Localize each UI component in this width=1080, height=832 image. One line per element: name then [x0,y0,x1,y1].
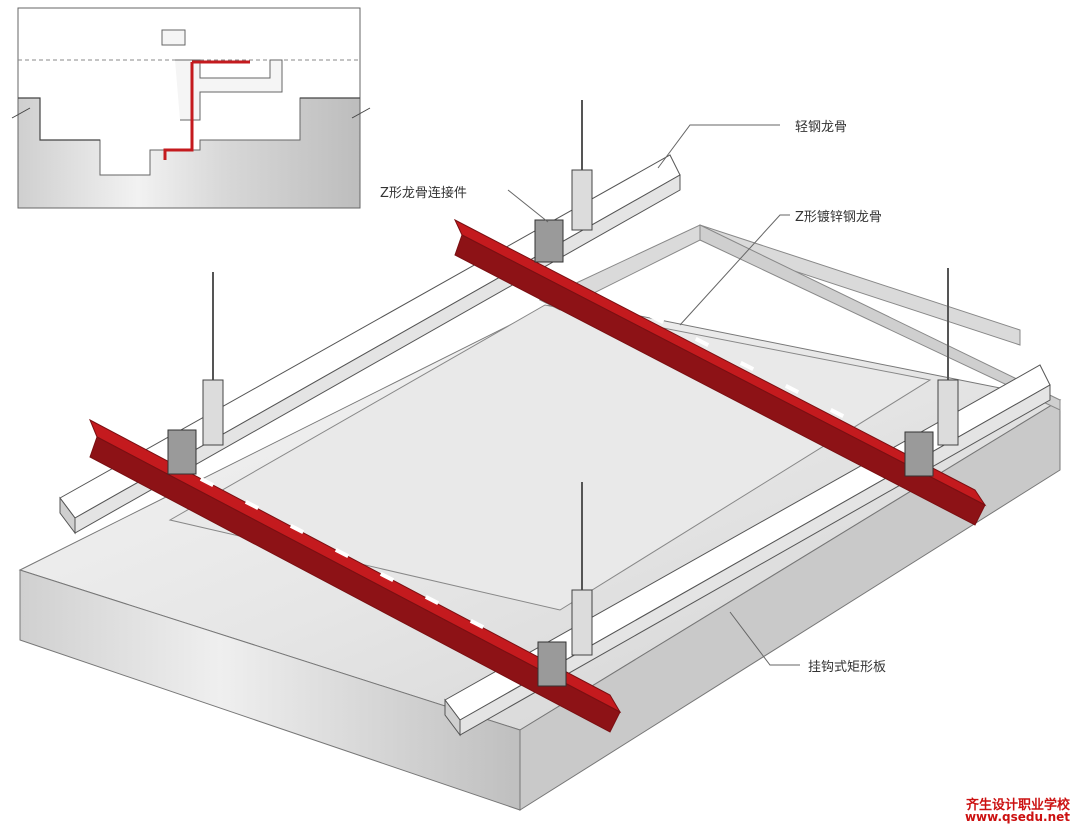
z-connector [904,431,934,477]
slot [829,408,845,418]
slot [334,548,350,558]
keel-right-end [444,698,461,737]
red-z-keels [89,218,987,733]
hanger-bracket [571,169,593,231]
hanger-front-left [167,272,224,475]
callout-leaders [507,124,800,666]
hanger-back-left [534,100,593,263]
label-z-galvanized-keel: Z形镀锌钢龙骨 [795,210,882,225]
slot [694,337,710,347]
z-keel-back-slots [559,267,845,418]
keel-left-end [59,496,76,535]
slot [649,314,665,324]
slot [289,524,305,534]
leader-light-steel-keel [657,124,780,169]
panel-side-right [519,399,1061,811]
slot [469,619,485,629]
hanger-bracket [202,379,224,446]
slot [784,384,800,394]
slot [379,572,395,582]
inset-bolt [161,29,186,46]
inset-hook-right [351,107,371,119]
ceiling-panel [18,224,1062,811]
z-keel-front-slots [199,477,485,629]
z-connector [537,641,567,687]
watermark-url: www.qsedu.net [964,810,1070,824]
panel-back-edge [699,224,1061,411]
hanger-front-right [537,482,593,687]
slot [739,361,755,371]
label-z-connector: Z形龙骨连接件 [380,186,467,201]
label-hook-panel: 挂钩式矩形板 [808,660,887,675]
inset-z-keel-red [163,62,194,160]
slot [559,267,575,277]
watermark-school: 齐生设计职业学校 [965,798,1070,813]
inset-panel-edge-left [18,97,100,141]
hanger-bracket [937,379,959,446]
hanger-bracket [571,589,593,656]
inset-keel-shape [175,59,283,121]
leader-z-galvanized-keel [679,214,790,326]
z-keel-front-side [89,436,621,733]
z-connector [534,219,564,263]
inset-hook-left [11,107,31,119]
z-keel-back-side [454,234,986,526]
label-light-steel-keel: 轻钢龙骨 [795,120,848,135]
leader-z-connector [507,189,549,223]
inset-detail [11,7,371,209]
hanger-back-right [904,268,959,477]
slot [199,477,215,487]
slot [424,595,440,605]
hangers [167,100,959,687]
slot [244,500,260,510]
leader-hook-panel [729,611,800,666]
slot [604,290,620,300]
z-connector [167,429,197,475]
